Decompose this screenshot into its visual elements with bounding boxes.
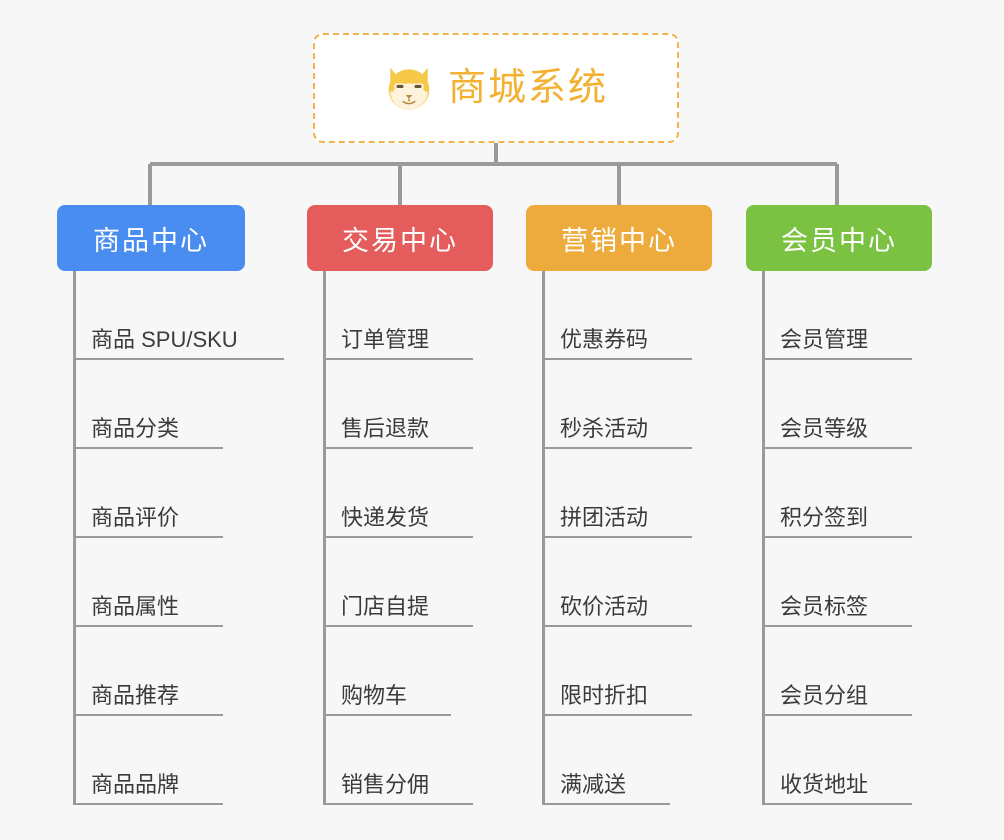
list-item[interactable]: 满减送 bbox=[526, 716, 712, 805]
list-item[interactable]: 秒杀活动 bbox=[526, 360, 712, 449]
list-item[interactable]: 商品 SPU/SKU bbox=[57, 271, 284, 360]
list-item[interactable]: 商品属性 bbox=[57, 538, 245, 627]
list-item-label: 会员管理 bbox=[780, 327, 869, 352]
list-item-label: 售后退款 bbox=[341, 416, 430, 441]
list-item-rule bbox=[762, 714, 912, 716]
list-item-label: 快递发货 bbox=[341, 505, 430, 530]
list-item[interactable]: 订单管理 bbox=[307, 271, 493, 360]
list-item[interactable]: 拼团活动 bbox=[526, 449, 712, 538]
list-item-rule bbox=[323, 803, 473, 805]
list-item-rule bbox=[323, 714, 451, 716]
branch-member-center: 会员中心 会员管理 会员等级 积分签到 会员标签 会员分组 bbox=[746, 205, 932, 805]
list-item-rule bbox=[323, 358, 473, 360]
list-item-rule bbox=[762, 447, 912, 449]
list-item-label: 积分签到 bbox=[780, 505, 869, 530]
list-item-rule bbox=[542, 358, 692, 360]
list-item-rule bbox=[762, 625, 912, 627]
list-item-label: 商品属性 bbox=[91, 594, 180, 619]
list-item-rule bbox=[73, 803, 223, 805]
list-item-label: 拼团活动 bbox=[560, 505, 649, 530]
list-item-rule bbox=[73, 358, 284, 360]
root-node[interactable]: 商城系统 bbox=[313, 33, 679, 143]
branch-items-member-center: 会员管理 会员等级 积分签到 会员标签 会员分组 收货地址 bbox=[746, 271, 932, 805]
branch-header-marketing-center[interactable]: 营销中心 bbox=[526, 205, 712, 271]
list-item[interactable]: 会员等级 bbox=[746, 360, 932, 449]
list-item[interactable]: 购物车 bbox=[307, 627, 493, 716]
list-item-rule bbox=[542, 625, 692, 627]
list-item-rule bbox=[73, 714, 223, 716]
list-item-label: 商品评价 bbox=[91, 505, 180, 530]
list-item-rule bbox=[762, 803, 912, 805]
list-item-label: 秒杀活动 bbox=[560, 416, 649, 441]
branch-trade-center: 交易中心 订单管理 售后退款 快递发货 门店自提 购物车 bbox=[307, 205, 493, 805]
branch-spine bbox=[323, 271, 326, 805]
list-item-rule bbox=[762, 536, 912, 538]
list-item[interactable]: 售后退款 bbox=[307, 360, 493, 449]
list-item-rule bbox=[542, 803, 670, 805]
list-item-rule bbox=[73, 447, 223, 449]
list-item[interactable]: 砍价活动 bbox=[526, 538, 712, 627]
list-item-label: 购物车 bbox=[341, 683, 408, 708]
list-item-rule bbox=[762, 358, 912, 360]
list-item-label: 订单管理 bbox=[341, 327, 430, 352]
branch-spine bbox=[73, 271, 76, 805]
list-item-label: 商品推荐 bbox=[91, 683, 180, 708]
branch-marketing-center: 营销中心 优惠券码 秒杀活动 拼团活动 砍价活动 限时折扣 bbox=[526, 205, 712, 805]
list-item-label: 限时折扣 bbox=[560, 683, 649, 708]
root-title: 商城系统 bbox=[447, 67, 608, 109]
branch-items-trade-center: 订单管理 售后退款 快递发货 门店自提 购物车 销售分佣 bbox=[307, 271, 493, 805]
list-item-label: 商品 SPU/SKU bbox=[91, 327, 238, 352]
list-item-label: 会员分组 bbox=[780, 683, 869, 708]
list-item[interactable]: 会员分组 bbox=[746, 627, 932, 716]
list-item[interactable]: 积分签到 bbox=[746, 449, 932, 538]
list-item-rule bbox=[73, 625, 223, 627]
list-item[interactable]: 商品分类 bbox=[57, 360, 245, 449]
list-item[interactable]: 会员管理 bbox=[746, 271, 932, 360]
list-item[interactable]: 优惠券码 bbox=[526, 271, 712, 360]
branch-spine bbox=[542, 271, 545, 805]
list-item[interactable]: 商品品牌 bbox=[57, 716, 245, 805]
branch-items-marketing-center: 优惠券码 秒杀活动 拼团活动 砍价活动 限时折扣 满减送 bbox=[526, 271, 712, 805]
list-item[interactable]: 会员标签 bbox=[746, 538, 932, 627]
list-item-rule bbox=[73, 536, 223, 538]
list-item-rule bbox=[542, 447, 692, 449]
list-item[interactable]: 销售分佣 bbox=[307, 716, 493, 805]
list-item-rule bbox=[323, 536, 473, 538]
list-item[interactable]: 商品推荐 bbox=[57, 627, 245, 716]
list-item-rule bbox=[323, 447, 473, 449]
list-item[interactable]: 快递发货 bbox=[307, 449, 493, 538]
list-item-label: 优惠券码 bbox=[560, 327, 649, 352]
list-item-label: 商品分类 bbox=[91, 416, 180, 441]
branch-spine bbox=[762, 271, 765, 805]
list-item-label: 会员标签 bbox=[780, 594, 869, 619]
list-item-label: 销售分佣 bbox=[341, 772, 430, 797]
list-item-rule bbox=[542, 536, 692, 538]
list-item-label: 门店自提 bbox=[341, 594, 430, 619]
list-item-label: 满减送 bbox=[560, 772, 627, 797]
branch-header-member-center[interactable]: 会员中心 bbox=[746, 205, 932, 271]
branch-product-center: 商品中心 商品 SPU/SKU 商品分类 商品评价 商品属性 商品推荐 bbox=[57, 205, 284, 805]
shiba-dog-icon bbox=[388, 67, 430, 110]
list-item-label: 砍价活动 bbox=[560, 594, 649, 619]
branch-items-product-center: 商品 SPU/SKU 商品分类 商品评价 商品属性 商品推荐 商品品牌 bbox=[57, 271, 284, 805]
list-item-label: 收货地址 bbox=[780, 772, 869, 797]
branch-header-product-center[interactable]: 商品中心 bbox=[57, 205, 245, 271]
list-item-rule bbox=[542, 714, 692, 716]
list-item[interactable]: 商品评价 bbox=[57, 449, 245, 538]
list-item-rule bbox=[323, 625, 473, 627]
list-item-label: 商品品牌 bbox=[91, 772, 180, 797]
branch-header-trade-center[interactable]: 交易中心 bbox=[307, 205, 493, 271]
list-item[interactable]: 限时折扣 bbox=[526, 627, 712, 716]
list-item-label: 会员等级 bbox=[780, 416, 869, 441]
list-item[interactable]: 收货地址 bbox=[746, 716, 932, 805]
list-item[interactable]: 门店自提 bbox=[307, 538, 493, 627]
